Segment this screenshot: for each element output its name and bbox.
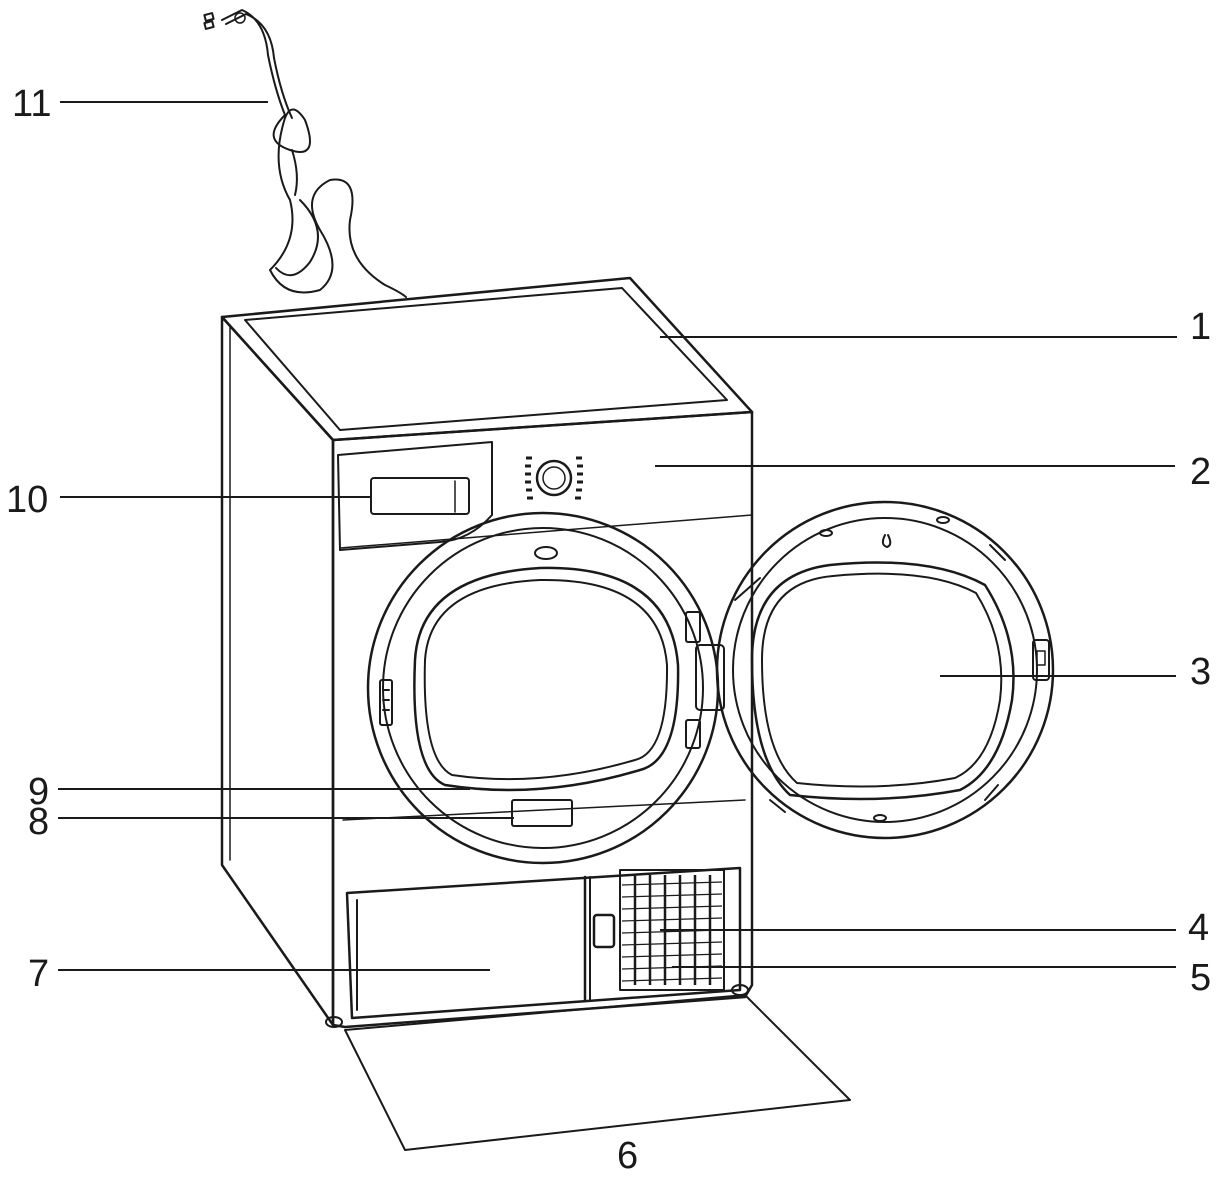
callout-3: 3 xyxy=(1190,651,1211,693)
leader-lines xyxy=(58,101,1177,971)
callout-8: 8 xyxy=(28,801,49,843)
callout-2: 2 xyxy=(1190,451,1211,493)
door-hinge xyxy=(685,611,725,749)
type-label xyxy=(511,799,573,827)
open-door xyxy=(715,500,1055,840)
callout-10: 10 xyxy=(6,479,48,521)
power-cord xyxy=(203,9,407,298)
callout-4: 4 xyxy=(1188,907,1209,949)
top-plate xyxy=(220,276,754,442)
callout-5: 5 xyxy=(1190,957,1211,999)
callout-7: 7 xyxy=(28,953,49,995)
floor-mat xyxy=(344,994,851,1151)
callout-11: 11 xyxy=(12,83,51,125)
program-knob xyxy=(525,456,583,500)
callout-9: 9 xyxy=(28,771,49,813)
callout-1: 1 xyxy=(1190,306,1211,348)
callout-labels: 1 2 3 4 5 6 7 8 9 10 11 xyxy=(6,83,1211,1177)
plinth xyxy=(325,866,749,1028)
callout-6: 6 xyxy=(617,1135,638,1173)
exchanger-cover-handle xyxy=(592,913,616,949)
lint-filter xyxy=(444,769,641,791)
